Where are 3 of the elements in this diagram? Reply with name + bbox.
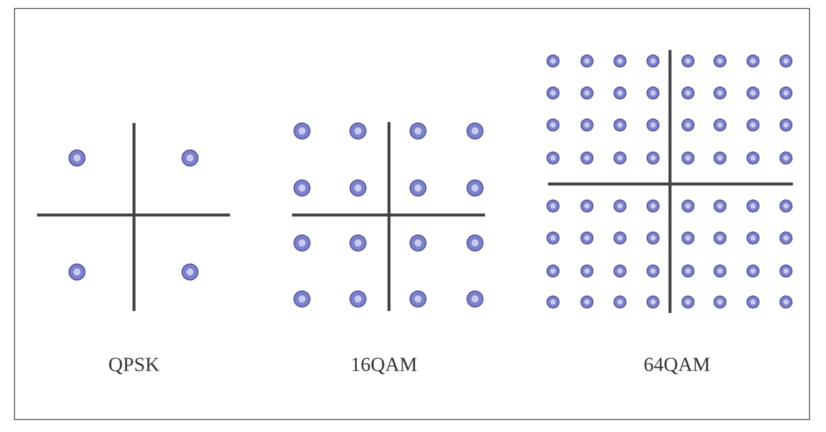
constellation-label: QPSK [108,354,160,377]
constellation-label: 16QAM [350,354,418,377]
constellation-label: 64QAM [644,354,710,377]
